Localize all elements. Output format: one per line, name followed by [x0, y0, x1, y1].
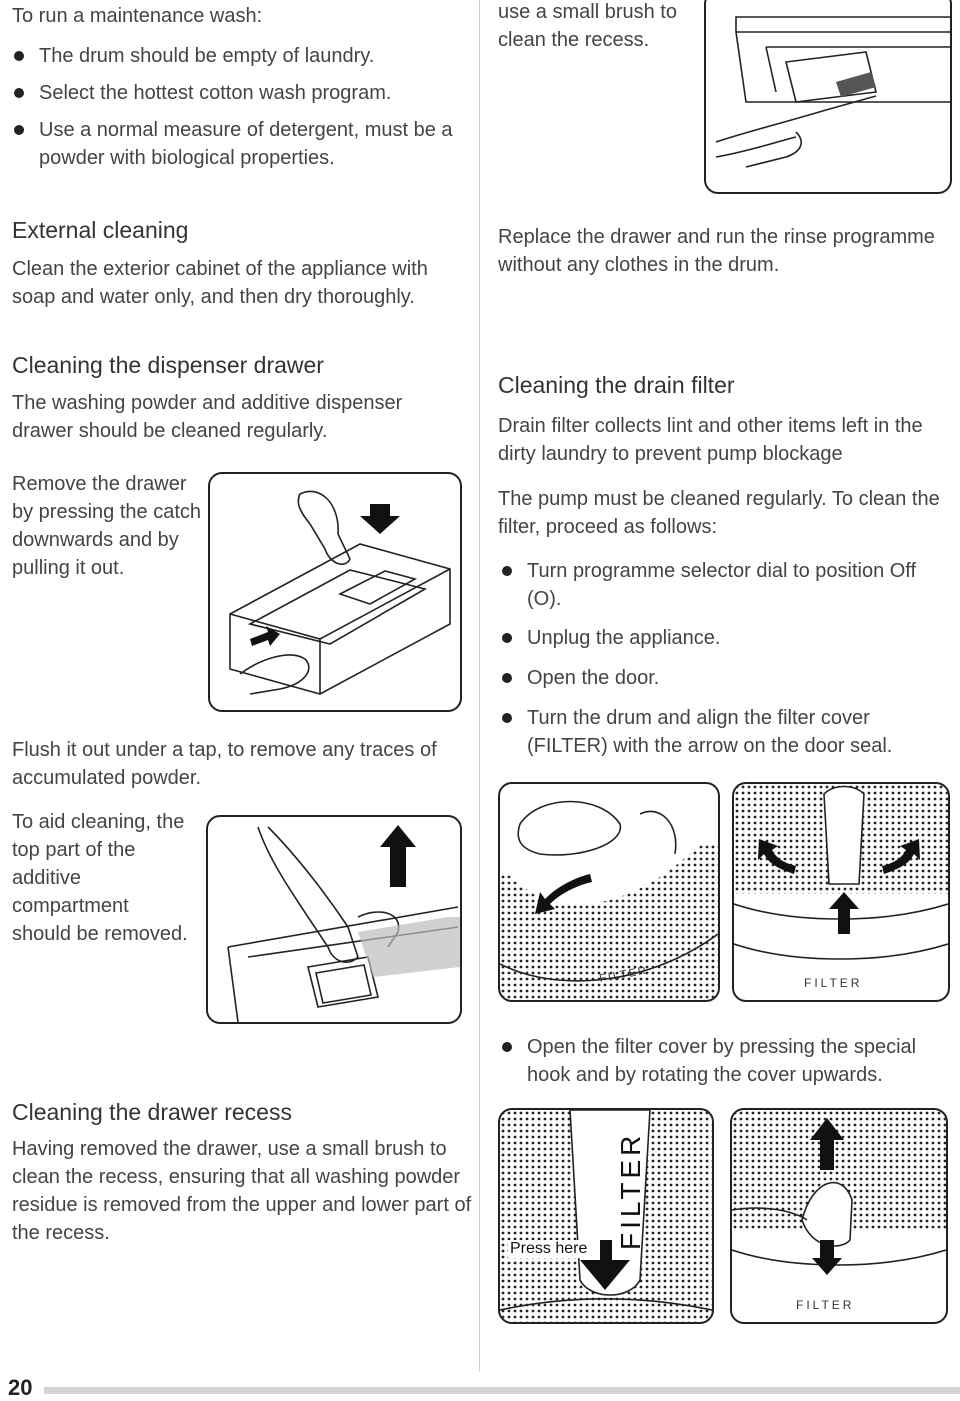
pump-text: The pump must be cleaned regularly. To c… — [498, 488, 940, 538]
drain-steps-list: Turn programme selector dial to position… — [500, 557, 950, 760]
list-item: Turn the drum and align the filter cover… — [500, 704, 950, 760]
external-heading: External cleaning — [12, 217, 189, 243]
press-here-label: Press here — [508, 1240, 590, 1258]
column-divider — [479, 0, 480, 1372]
list-item: Turn programme selector dial to position… — [500, 557, 950, 613]
drawer-removal-illustration — [208, 472, 462, 712]
rotate-cover-illustration: FILTER — [730, 1108, 948, 1324]
flush-text: Flush it out under a tap, to remove any … — [12, 739, 437, 789]
list-item: Open the filter cover by pressing the sp… — [500, 1033, 955, 1089]
dispenser-heading: Cleaning the dispenser drawer — [12, 352, 324, 378]
list-item: Unplug the appliance. — [500, 624, 950, 652]
recess-heading: Cleaning the drawer recess — [12, 1099, 292, 1125]
footer-rule — [44, 1387, 960, 1394]
filter-text-label: FILTER — [615, 1132, 646, 1250]
open-cover-list: Open the filter cover by pressing the sp… — [500, 1033, 955, 1089]
press-hook-illustration: FILTER Press here — [498, 1108, 714, 1324]
filter-text-label: FILTER — [796, 1298, 854, 1312]
remove-drawer-text: Remove the drawer by pressing the catch … — [12, 473, 201, 579]
list-item: Select the hottest cotton wash program. — [12, 79, 467, 107]
brush-text: use a small brush to clean the recess. — [498, 1, 677, 51]
brush-recess-illustration — [704, 0, 952, 194]
filter-align-illustration: FILTER — [732, 782, 950, 1002]
maintenance-list: The drum should be empty of laundry. Sel… — [12, 42, 467, 172]
dispenser-text: The washing powder and additive dispense… — [12, 392, 403, 442]
list-item: Open the door. — [500, 664, 950, 692]
page-number: 20 — [8, 1375, 33, 1400]
drain-text: Drain filter collects lint and other ite… — [498, 415, 923, 465]
filter-text-label: FILTER — [804, 976, 862, 990]
maintenance-intro: To run a maintenance wash: — [12, 5, 263, 27]
drain-heading: Cleaning the drain filter — [498, 372, 735, 398]
compartment-removal-illustration — [206, 815, 462, 1024]
aid-cleaning-text: To aid cleaning, the top part of the add… — [12, 811, 188, 945]
external-text: Clean the exterior cabinet of the applia… — [12, 258, 428, 308]
replace-text: Replace the drawer and run the rinse pro… — [498, 226, 935, 276]
drum-filter-illustration: FILTER — [498, 782, 720, 1002]
list-item: The drum should be empty of laundry. — [12, 42, 467, 70]
list-item: Use a normal measure of detergent, must … — [12, 116, 467, 172]
recess-text: Having removed the drawer, use a small b… — [12, 1138, 472, 1244]
